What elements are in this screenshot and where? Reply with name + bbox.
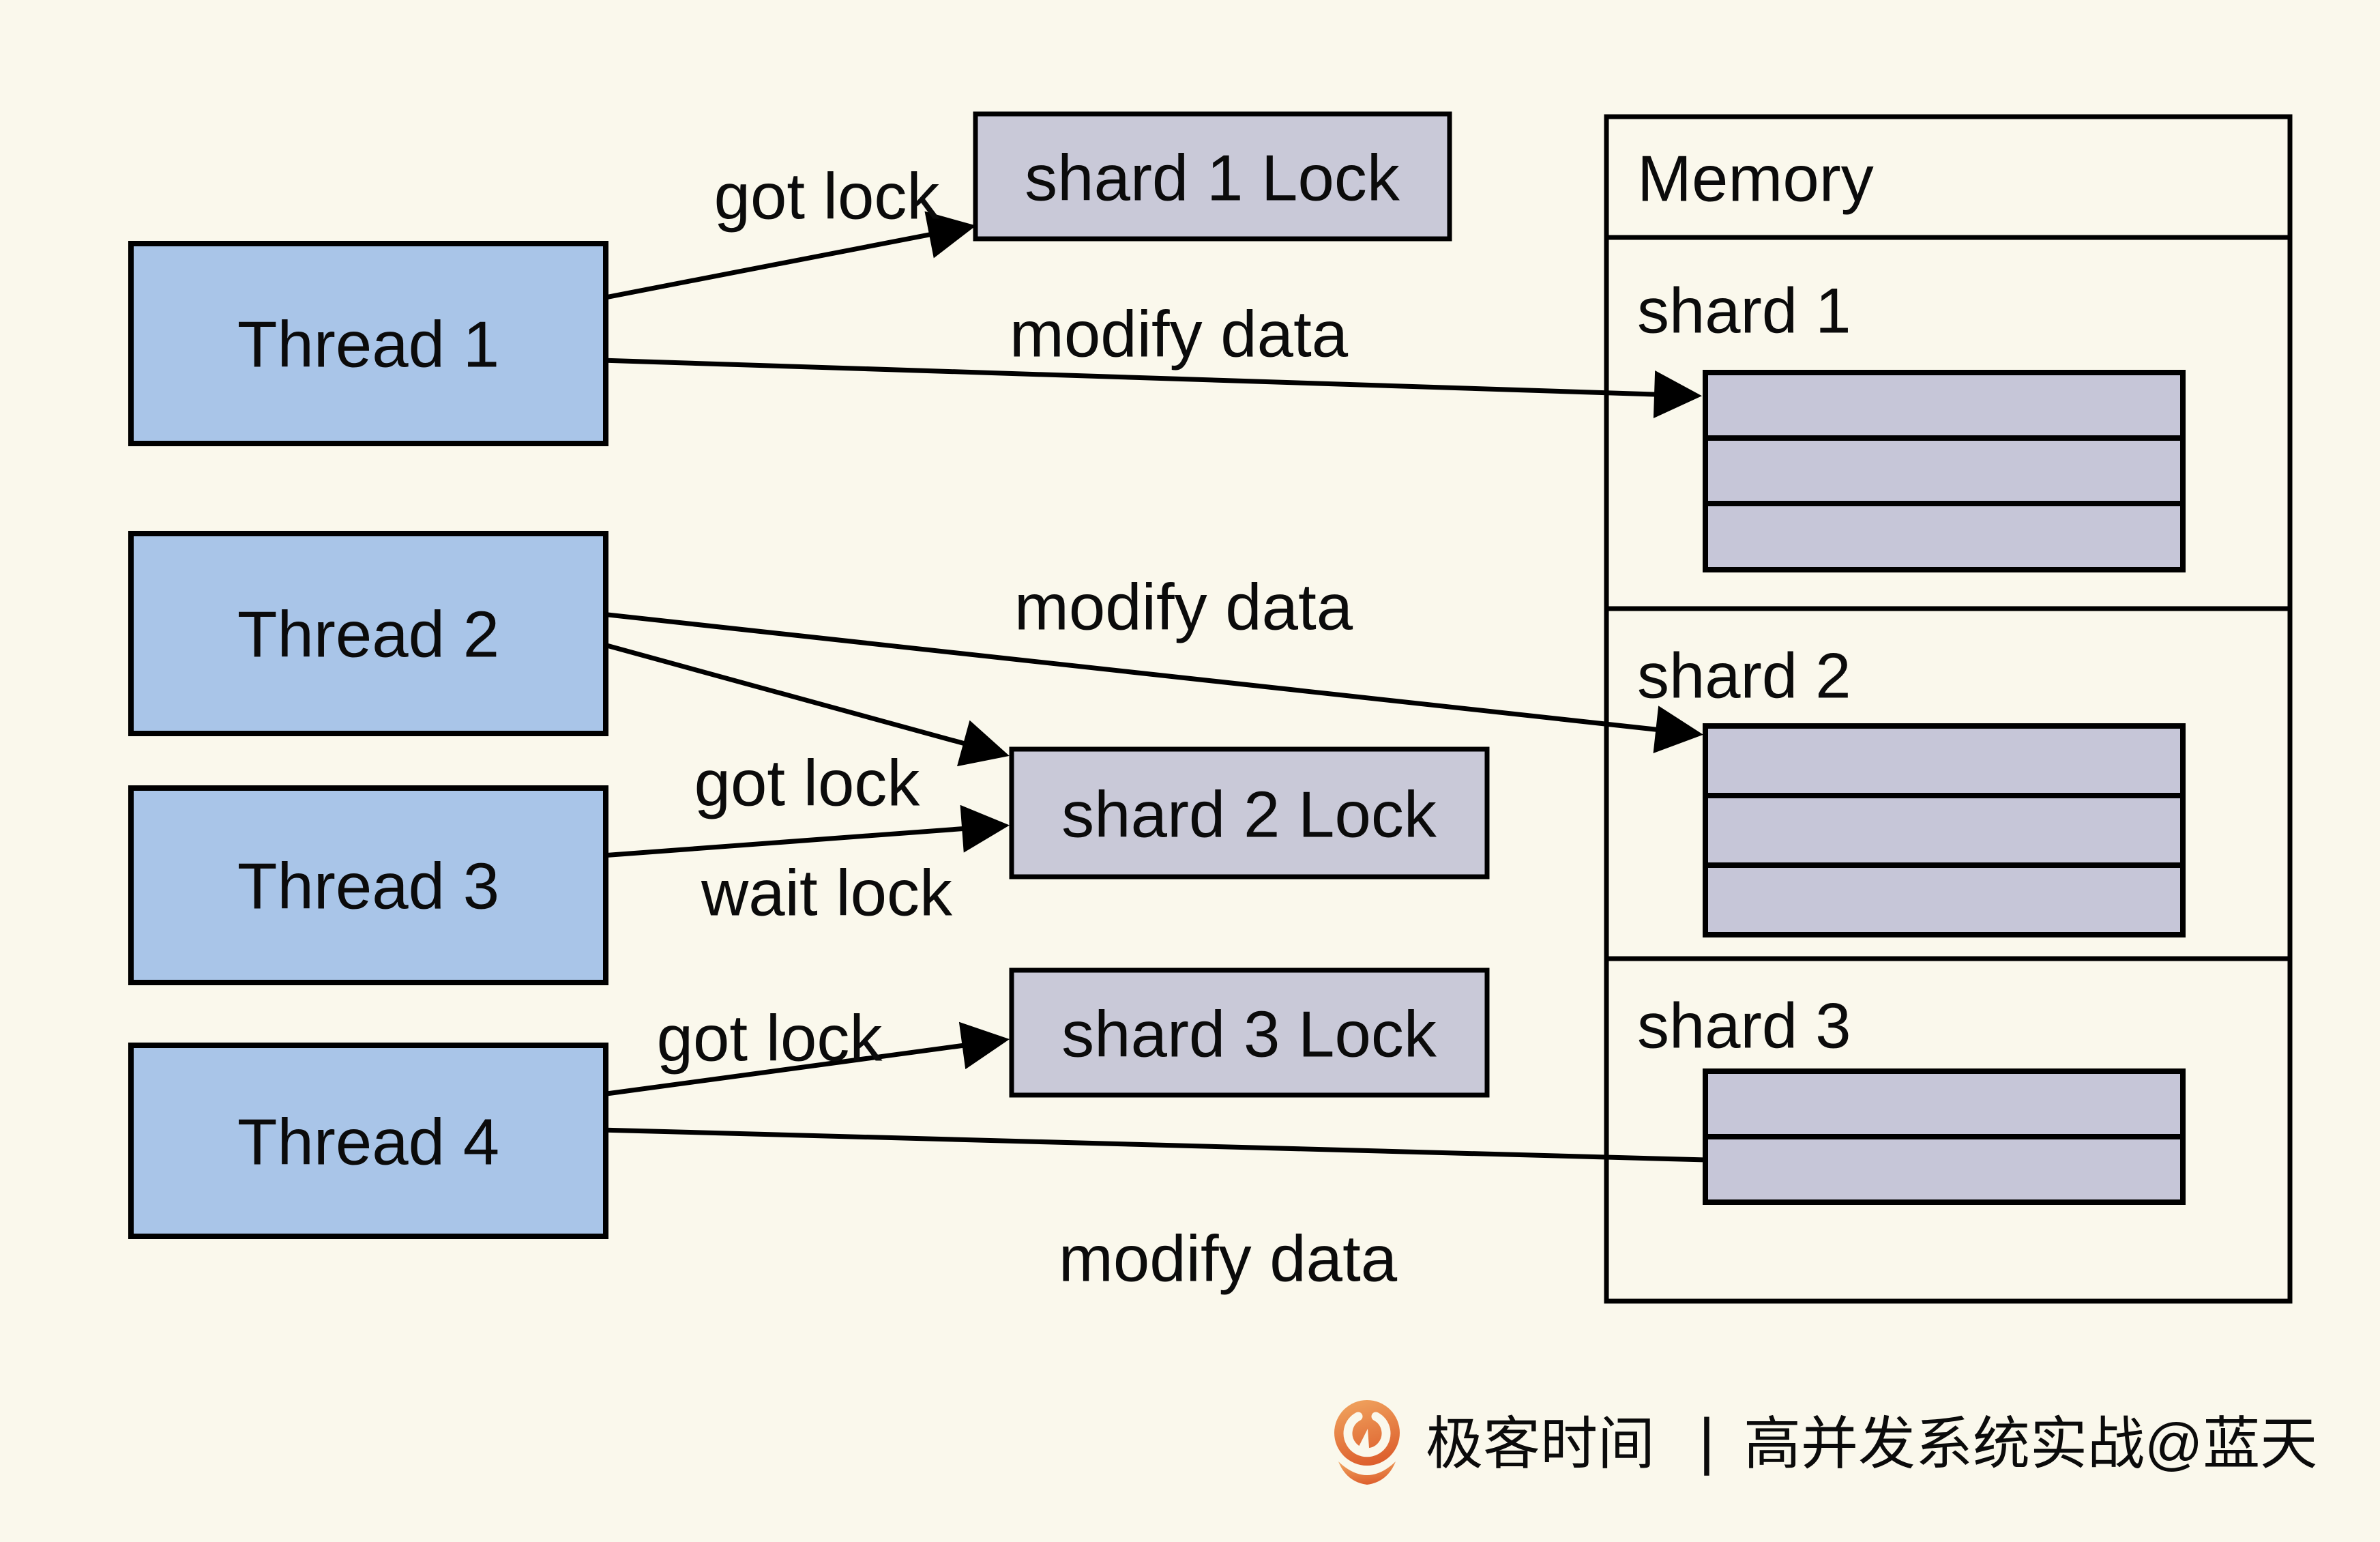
memory-shard-label-1: shard 1 <box>1637 275 1851 347</box>
memory-row-shard3-2 <box>1703 1134 2186 1205</box>
edge-label-t2-modify-data: modify data <box>1014 571 1353 644</box>
memory-box <box>1604 114 2293 1304</box>
thread-box-1 <box>128 241 608 446</box>
thread-box-3 <box>128 785 608 985</box>
memory-row-shard1-1 <box>1703 370 2186 441</box>
lock-label-shard1: shard 1 Lock <box>1025 142 1400 215</box>
geektime-logo-icon <box>1334 1400 1400 1485</box>
edge-thread1-modify-data <box>601 358 1702 418</box>
lock-box-shard3 <box>1009 968 1490 1098</box>
memory-row-shard1-3 <box>1703 501 2186 572</box>
memory-row-shard2-1 <box>1703 723 2186 798</box>
thread-label-3: Thread 3 <box>237 850 499 923</box>
memory-shard-label-3: shard 3 <box>1637 990 1851 1062</box>
memory-shard-label-2: shard 2 <box>1637 640 1851 712</box>
lock-label-shard2: shard 2 Lock <box>1061 779 1437 852</box>
edge-label-t4-got-lock: got lock <box>657 1002 883 1075</box>
thread-label-4: Thread 4 <box>237 1106 499 1179</box>
edge-label-t2-got-lock: got lock <box>694 747 921 820</box>
watermark-divider-bar: | <box>1699 1406 1715 1476</box>
edge-thread2-modify-data <box>601 611 1703 753</box>
edge-thread4-modify-data <box>601 1127 1707 1163</box>
edge-label-t4-modify-data: modify data <box>1059 1223 1398 1296</box>
memory-row-shard3-1 <box>1703 1068 2186 1139</box>
thread-label-1: Thread 1 <box>237 308 499 381</box>
lock-label-shard3: shard 3 Lock <box>1061 998 1437 1071</box>
edge-thread4-got-lock <box>601 1021 1010 1097</box>
watermark-credit: 高并发系统实战@蓝天 <box>1744 1412 2317 1476</box>
memory-title: Memory <box>1637 143 1874 216</box>
watermark-brand: 极客时间 <box>1426 1412 1655 1476</box>
lock-box-shard1 <box>973 111 1452 242</box>
edge-label-t3-wait-lock: wait lock <box>701 857 953 930</box>
edge-label-t1-modify-data: modify data <box>1010 298 1349 371</box>
memory-row-shard2-3 <box>1703 862 2186 937</box>
edge-thread1-got-lock <box>601 211 976 301</box>
edge-thread3-wait-lock <box>601 804 1010 858</box>
edge-label-t1-got-lock: got lock <box>714 160 941 233</box>
lock-box-shard2 <box>1009 746 1490 879</box>
thread-label-2: Thread 2 <box>237 598 499 671</box>
thread-box-4 <box>128 1043 608 1239</box>
memory-row-shard1-2 <box>1703 435 2186 506</box>
thread-box-2 <box>128 531 608 736</box>
watermark: 极客时间 | 高并发系统实战@蓝天 <box>1334 1400 2317 1485</box>
edge-thread2-got-lock <box>601 641 1010 767</box>
memory-row-shard2-2 <box>1703 793 2186 868</box>
